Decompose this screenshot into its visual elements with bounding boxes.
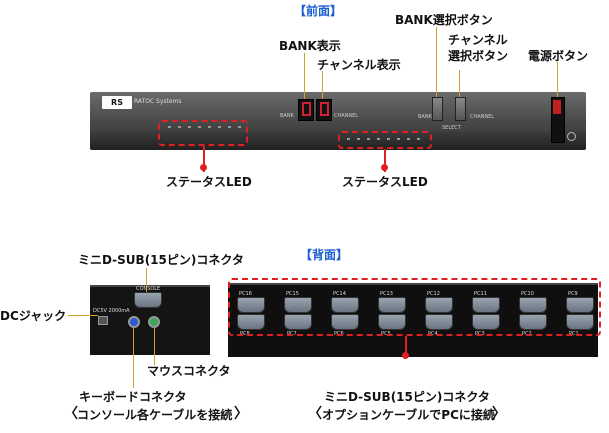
callout-line [436,27,437,97]
callout-line [405,336,407,356]
callout-line [557,62,558,97]
status-led [417,138,420,140]
console-note: コンソール各ケーブルを接続 [77,408,233,422]
pc-dsub-port[interactable] [472,314,500,330]
status-led-label-left: ステータスLED [166,175,252,189]
pc-dsub-port[interactable] [237,297,265,313]
status-led-highlight-left [158,120,248,146]
bracket-close: 〉 [234,406,248,422]
callout-line [322,71,323,99]
bank-mark: BANK [280,113,294,119]
status-led-highlight-right [338,131,432,149]
bank-display-label: BANK表示 [279,39,341,53]
channel-select-button-label-1: チャンネル [448,33,508,47]
pc-dsub-port[interactable] [519,297,547,313]
callout-line [146,268,147,292]
bracket-close: 〉 [492,406,506,422]
mouse-port[interactable] [148,316,160,328]
bracket-open: 〈 [64,406,78,422]
keyboard-port[interactable] [128,316,140,328]
pc-dsub-port[interactable] [425,314,453,330]
status-led [238,126,241,128]
channel-display [316,99,332,121]
channel-select-button[interactable] [455,97,466,121]
channel-btn-mark: CHANNEL [470,114,495,120]
status-led [397,138,400,140]
callout-line [304,53,305,99]
port-label: PC14 [333,291,346,297]
callout-line [203,146,205,172]
pc-dsub-port[interactable] [425,297,453,313]
callout-line [384,149,386,172]
keyboard-connector-label: キーボードコネクタ [79,390,187,404]
brand-logo-text: RATOC Systems [134,98,182,105]
port-label: PC15 [286,291,299,297]
port-label: PC9 [568,291,578,297]
port-label: PC13 [380,291,393,297]
pc-dsub-label: ミニD-SUB(15ピン)コネクタ [324,390,490,404]
brand-logo: RS [102,96,132,109]
bank-btn-mark: BANK [418,114,432,120]
bank-display [298,99,314,121]
status-led [198,126,201,128]
pc-dsub-port[interactable] [331,314,359,330]
console-dsub-label: ミニD-SUB(15ピン)コネクタ [78,253,244,267]
callout-line [459,70,460,97]
callout-dot [381,164,388,171]
bank-select-button[interactable] [432,97,443,121]
pc-ports-highlight [228,278,601,336]
port-label: PC11 [474,291,487,297]
status-led [347,138,350,140]
status-led [188,126,191,128]
callout-line [68,315,98,316]
dc-mark: DC5V 2000mA [93,308,130,314]
status-led [387,138,390,140]
pc-dsub-port[interactable] [237,314,265,330]
console-port-mark: CONSOLE [136,286,161,292]
pc-note: オプションケーブルでPCに接続 [322,408,495,422]
callout-dot [402,352,409,359]
channel-select-button-label-2: 選択ボタン [448,49,509,63]
pc-dsub-port[interactable] [378,297,406,313]
callout-line [133,328,134,388]
port-label: PC12 [427,291,440,297]
status-led-label-right: ステータスLED [342,175,428,189]
bracket-open: 〈 [308,406,322,422]
status-led [208,126,211,128]
pc-dsub-port[interactable] [566,314,594,330]
status-led [357,138,360,140]
pc-dsub-port[interactable] [331,297,359,313]
front-heading: 【前面】 [294,4,343,18]
power-icon [567,132,576,141]
select-mark: SELECT [442,125,461,131]
pc-dsub-port[interactable] [472,297,500,313]
port-label: PC16 [239,291,252,297]
dc-jack[interactable] [98,316,108,325]
pc-dsub-port[interactable] [378,314,406,330]
channel-display-label: チャンネル表示 [317,58,401,72]
mouse-connector-label: マウスコネクタ [147,364,231,378]
power-button-label: 電源ボタン [528,49,589,63]
pc-dsub-port[interactable] [519,314,547,330]
callout-dot [200,164,207,171]
status-led [168,126,171,128]
status-led [218,126,221,128]
dc-jack-label: DCジャック [0,309,67,323]
status-led [377,138,380,140]
channel-mark: CHANNEL [334,113,359,119]
port-label: PC10 [521,291,534,297]
pc-dsub-port[interactable] [284,297,312,313]
status-led [178,126,181,128]
status-led [228,126,231,128]
status-led [407,138,410,140]
pc-dsub-port[interactable] [566,297,594,313]
console-dsub-port[interactable] [134,292,162,308]
back-heading: 【背面】 [300,248,349,262]
status-led [367,138,370,140]
bank-select-button-label: BANK選択ボタン [395,13,493,27]
callout-line [154,328,155,365]
power-button[interactable] [553,100,561,114]
pc-dsub-port[interactable] [284,314,312,330]
